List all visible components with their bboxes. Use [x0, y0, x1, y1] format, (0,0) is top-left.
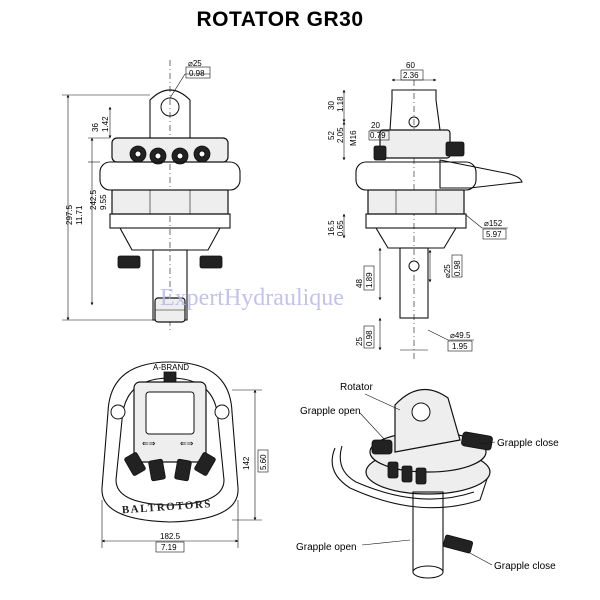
side-right-fitting	[445, 141, 465, 157]
iso-handle	[331, 447, 491, 509]
side-arm	[439, 159, 523, 189]
dim-dia-49-in: 1.95	[452, 342, 468, 351]
iso-right-fitting	[461, 431, 493, 451]
dim-52-in: 2.05	[336, 127, 345, 143]
iso-left-fitting	[371, 439, 393, 455]
dim-25-mm: 25	[355, 337, 364, 346]
bottom-hose-fittings	[124, 452, 216, 482]
iso-lug	[394, 388, 461, 453]
dim-25-in: 0.98	[365, 330, 374, 346]
front-left-fitting	[117, 255, 141, 269]
dim-30-in: 1.18	[336, 96, 345, 112]
housing-icon-left: ⇐⇒	[142, 439, 156, 448]
bottom-right-bolt	[214, 404, 230, 420]
housing-small-text: A-BRAND	[153, 363, 189, 372]
label-rotator: Rotator	[340, 382, 373, 393]
label-grapple-open-1: Grapple open	[300, 406, 361, 417]
dim-20-mm: 20	[371, 121, 380, 130]
side-left-fitting	[373, 145, 387, 161]
dim-16-in: 0.65	[336, 220, 345, 236]
iso-bottom-fitting	[442, 534, 474, 554]
label-grapple-open-2: Grapple open	[296, 542, 357, 553]
dim-30-mm: 30	[327, 101, 336, 110]
dim-242-in: 9.55	[99, 194, 108, 210]
front-view: 297.5 11.71 242.5 9.55 36 1.42 ⌀25 0.98	[62, 59, 241, 330]
bottom-view: A-BRAND ⇐⇒ ⇐⇒ BALTROTORS 142 5.60 182.5 …	[101, 361, 269, 553]
dim-20-in: 0.79	[370, 131, 386, 140]
bottom-top-marker	[163, 371, 177, 383]
bottom-handle-ring	[101, 361, 239, 523]
dim-297-mm: 297.5	[65, 204, 74, 225]
dim-297-in: 11.71	[75, 205, 84, 225]
dim-dia-25-side-mm: ⌀25	[443, 264, 452, 278]
dim-dia-152-in: 5.97	[486, 230, 502, 239]
page-title: ROTATOR GR30	[196, 8, 364, 31]
dim-16-mm: 16.5	[327, 220, 336, 236]
iso-view: Rotator Grapple open Grapple close Grapp…	[296, 382, 559, 579]
dim-52-mm: 52	[327, 131, 336, 140]
dim-dia-49-mm: ⌀49.5	[450, 331, 471, 340]
dim-182-in: 7.19	[161, 543, 177, 552]
dim-dia-152-mm: ⌀152	[484, 219, 503, 228]
dim-dia-25-side-in: 0.98	[453, 260, 462, 276]
front-right-fitting	[199, 255, 223, 269]
dim-60-in: 2.36	[403, 71, 419, 80]
iso-shaft	[412, 491, 444, 573]
dim-48-in: 1.89	[365, 272, 374, 288]
dim-48-mm: 48	[355, 279, 364, 288]
dim-36-mm: 36	[91, 123, 100, 132]
dim-142-mm: 142	[242, 456, 251, 470]
watermark-text: ExpertHydraulique	[160, 285, 344, 311]
side-view: 60 2.36 30 1.18 20 0.79 52 2.05 M16 16.5…	[327, 61, 523, 360]
label-grapple-close-2: Grapple close	[494, 561, 556, 572]
dim-dia-25-top-mm: ⌀25	[188, 59, 202, 68]
dim-182-mm: 182.5	[160, 532, 181, 541]
front-valve-block	[111, 137, 229, 163]
dim-242-mm: 242.5	[89, 189, 98, 210]
iso-hose-fittings	[387, 461, 427, 485]
label-grapple-close-1: Grapple close	[497, 438, 559, 449]
dim-60-mm: 60	[406, 61, 415, 70]
dim-36-in: 1.42	[101, 116, 110, 132]
dim-dia-25-top-in: 0.98	[189, 69, 205, 78]
dim-thread: M16	[349, 130, 358, 146]
housing-icon-right: ⇐⇒	[180, 439, 194, 448]
dim-142-in: 5.60	[259, 454, 268, 470]
bottom-left-bolt	[110, 404, 126, 420]
